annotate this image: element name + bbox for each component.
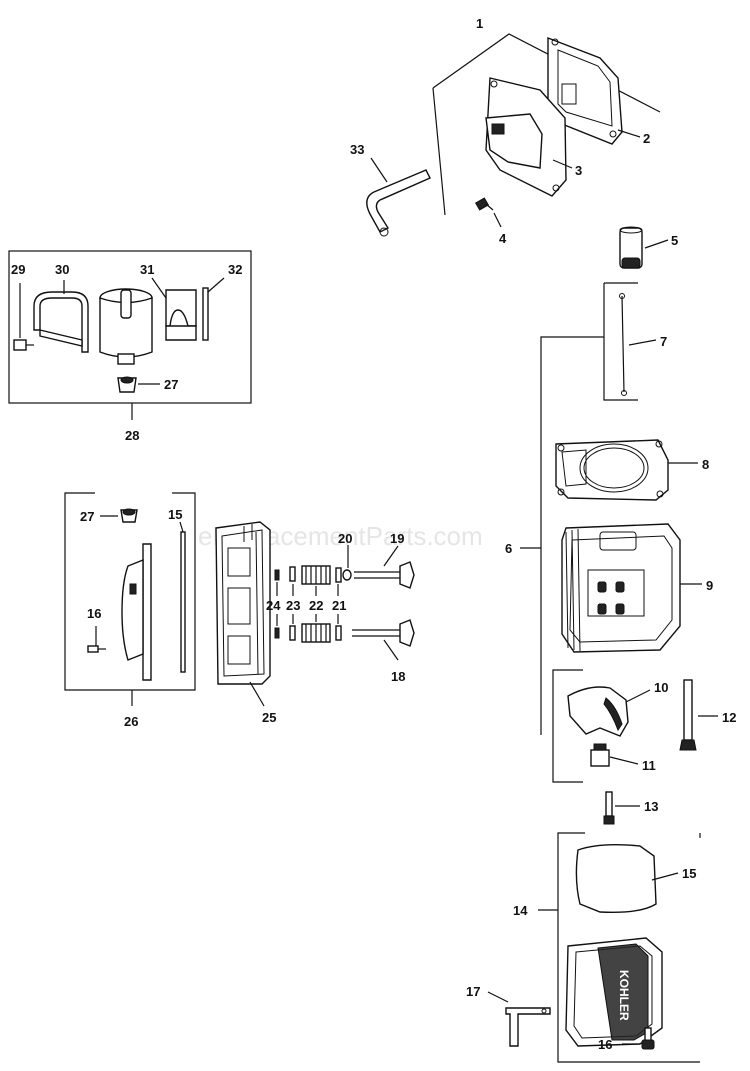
callout-26: 26: [124, 714, 138, 729]
callout-3: 3: [575, 163, 582, 178]
callout-31: 31: [140, 262, 154, 277]
part-13-screw: 13: [603, 791, 658, 825]
callout-18: 18: [391, 669, 405, 684]
callout-14: 14: [513, 903, 528, 918]
part-20-cap: [342, 569, 352, 581]
part-22-spring-bottom: [301, 623, 331, 643]
part-32-strip: 32: [202, 262, 242, 341]
part-21-seal-top: [335, 567, 342, 583]
part-31-clamp: 31: [140, 262, 197, 341]
callout-32: 32: [228, 262, 242, 277]
part-18-valve: 18: [352, 619, 415, 684]
callout-19: 19: [390, 531, 404, 546]
callout-10: 10: [654, 680, 668, 695]
part-15-cover-gasket: 15: [575, 843, 696, 914]
callout-21: 21: [332, 598, 346, 613]
callout-29: 29: [11, 262, 25, 277]
group-valve-cover: 14 15 KOHLER 16: [513, 832, 701, 1063]
part-8-head-gasket: 8: [555, 439, 709, 501]
part-25-head-casting: 25: [215, 521, 276, 725]
callout-9: 9: [706, 578, 713, 593]
callout-28: 28: [125, 428, 139, 443]
group-breather-cover: 1 2 3 4: [432, 16, 661, 246]
callout-15a: 15: [168, 507, 182, 522]
cover-lettering: KOHLER: [617, 970, 631, 1021]
part-10-11-rocker: 10 11: [552, 669, 668, 783]
part-24-keeper-bottom: [274, 627, 280, 639]
box-28: [8, 250, 252, 404]
part-9-cylinder-head: 9: [561, 523, 713, 653]
part-29-screw: 29: [11, 262, 34, 351]
part-33-breather-tube: 33: [350, 142, 431, 237]
part-24-keeper-top: [274, 569, 280, 581]
callout-27a: 27: [164, 377, 178, 392]
part-5-lifter: 5: [619, 226, 678, 269]
part-cover-plate: [121, 543, 152, 681]
part-30-strap: 30: [33, 262, 89, 353]
part-19-valve: 19: [354, 531, 415, 589]
part-23-retainer-top: [289, 566, 296, 582]
part-16-screw: 16: [598, 1027, 655, 1052]
callout-1: 1: [476, 16, 483, 31]
bracket-6: [540, 336, 604, 735]
callout-5: 5: [671, 233, 678, 248]
callout-33: 33: [350, 142, 364, 157]
part-3-breather-cover: [485, 77, 567, 197]
part-cylinder-housing: [99, 288, 153, 365]
group-28: 28 29 30 31: [8, 250, 252, 443]
part-17-bracket: 17: [466, 984, 551, 1047]
callout-8: 8: [702, 457, 709, 472]
callout-20: 20: [338, 531, 352, 546]
callout-17: 17: [466, 984, 480, 999]
part-23-retainer-bottom: [289, 625, 296, 641]
part-27-grommet-b: 27: [80, 508, 138, 524]
callout-6: 6: [505, 541, 512, 556]
part-22-spring-top: [301, 565, 331, 585]
group-valve-train: 19 18 20 21 22 23 24: [266, 531, 415, 684]
group-26: 26 27 15 16: [64, 492, 196, 729]
callout-27b: 27: [80, 509, 94, 524]
callout-16b: 16: [598, 1037, 612, 1052]
callout-23: 23: [286, 598, 300, 613]
callout-11: 11: [642, 758, 656, 773]
callout-2: 2: [643, 131, 650, 146]
part-21-seal-bottom: [335, 625, 342, 641]
box-26: [64, 492, 196, 691]
callout-12: 12: [722, 710, 736, 725]
part-12-head-bolt: 12: [679, 679, 736, 751]
callout-16a: 16: [87, 606, 101, 621]
callout-25: 25: [262, 710, 276, 725]
part-16-screw-a: 16: [87, 606, 106, 653]
callout-30: 30: [55, 262, 69, 277]
part-4-screw: [474, 197, 494, 211]
group-cylinder-head: 6 7 8: [505, 282, 736, 783]
callout-4: 4: [499, 231, 507, 246]
part-7-push-rod: 7: [603, 282, 667, 401]
callout-22: 22: [309, 598, 323, 613]
part-valve-cover: KOHLER: [565, 937, 663, 1047]
callout-24: 24: [266, 598, 281, 613]
callout-13: 13: [644, 799, 658, 814]
callout-7: 7: [660, 334, 667, 349]
part-15-strip: 15: [168, 507, 186, 673]
callout-15b: 15: [682, 866, 696, 881]
part-27-grommet-a: 27: [117, 376, 178, 393]
